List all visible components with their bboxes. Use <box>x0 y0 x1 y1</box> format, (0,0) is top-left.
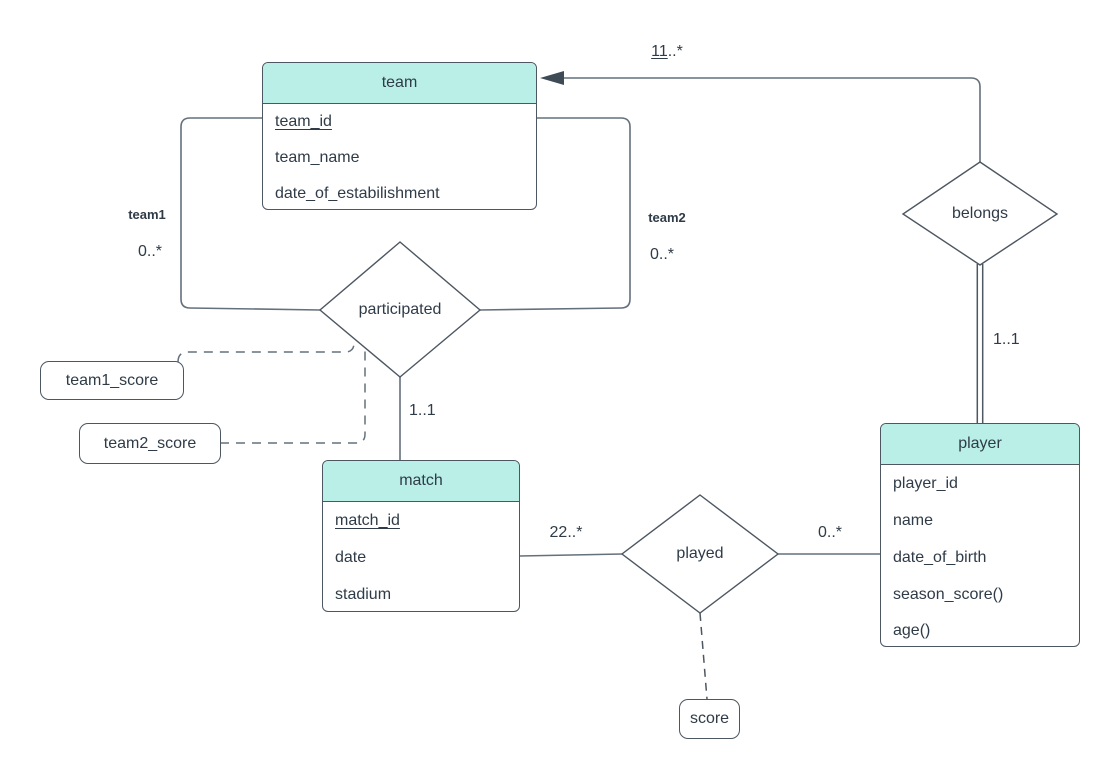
entity-team-attr-date_of_estabilishment: date_of_estabilishment <box>275 185 440 202</box>
cardinality-belongs-team-underlined: 11 <box>651 43 668 60</box>
entity-player-attr-age: age() <box>893 622 931 639</box>
entity-team-attr-team_id: team_id <box>275 113 332 130</box>
connector-team-participated-team1 <box>180 117 321 311</box>
connector-belongs-team <box>562 77 981 164</box>
role-label-team1: team1 <box>128 207 166 222</box>
entity-match-attr-stadium: stadium <box>335 585 392 603</box>
connector-played-score-dashed <box>699 612 708 700</box>
connector-match-played <box>519 553 623 557</box>
connector-team-participated-team2 <box>479 117 631 311</box>
relationship-diamond-played <box>620 494 780 614</box>
entity-team-title: team <box>263 63 536 104</box>
entity-player-attr-player_id: player_id <box>893 474 958 492</box>
relationship-diamond-participated <box>318 241 482 378</box>
relationship-diamond-belongs <box>901 161 1059 266</box>
entity-match-title: match <box>323 461 519 502</box>
cardinality-played-player: 0..* <box>817 524 842 541</box>
cardinality-participated-match: 1..1 <box>409 402 436 419</box>
cardinality-match-played: 22..* <box>549 524 583 541</box>
entity-player-attr-name: name <box>893 511 934 529</box>
cardinality-belongs-team-rest: ..* <box>667 43 683 60</box>
arrowhead-belongs-team <box>540 71 564 85</box>
entity-player-attr-season_score: season_score() <box>893 585 1004 603</box>
entity-player: player player_id name date_of_birth seas… <box>880 423 1080 647</box>
entity-team-attr-team_name: team_name <box>275 149 360 166</box>
connector-team1score-participated-dashed <box>177 342 355 363</box>
attribute-bubble-team1_score: team1_score <box>40 361 184 400</box>
attribute-bubble-team2_score: team2_score <box>79 423 221 464</box>
entity-match-attr-match_id: match_id <box>335 511 400 529</box>
role-label-team2: team2 <box>648 210 686 225</box>
entity-player-attr-date_of_birth: date_of_birth <box>893 548 987 566</box>
cardinality-team2: 0..* <box>649 246 674 263</box>
cardinality-team1: 0..* <box>137 243 162 260</box>
entity-match-attr-date: date <box>335 548 367 566</box>
cardinality-belongs-player: 1..1 <box>993 331 1020 348</box>
entity-match: match match_id date stadium <box>322 460 520 612</box>
cardinality-belongs-team: 11..* <box>627 43 707 61</box>
entity-player-title: player <box>881 424 1079 465</box>
attribute-bubble-score: score <box>679 699 740 739</box>
entity-team: team team_id team_name date_of_estabilis… <box>262 62 537 210</box>
connector-team2score-participated-dashed <box>220 350 366 444</box>
